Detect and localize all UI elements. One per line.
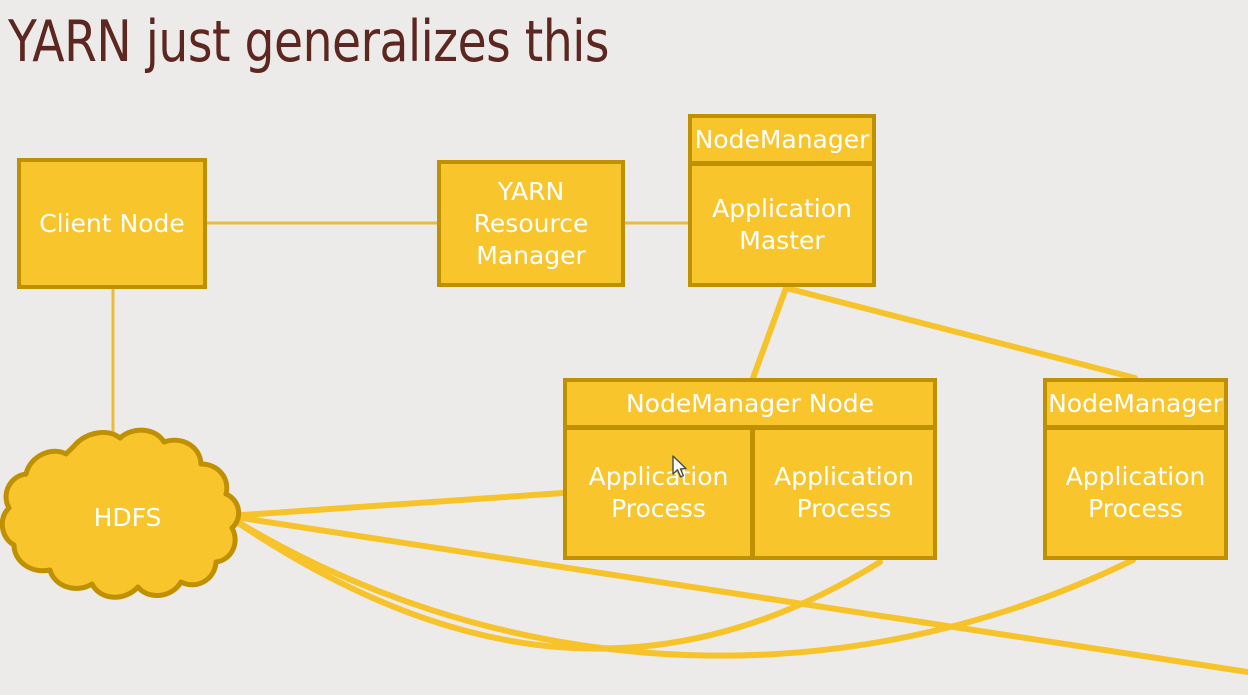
mouse-cursor-icon xyxy=(672,455,687,478)
node-nodemanager-right[interactable]: NodeManager Application Process xyxy=(1043,378,1228,560)
yarn-rm-line-1: YARN xyxy=(497,176,565,206)
nm-node-process-2-line-1: Application xyxy=(774,462,914,491)
yarn-rm-line-3: Manager xyxy=(476,240,586,270)
edge-hdfs-to-process1 xyxy=(225,490,566,519)
nm-am-line-2: Master xyxy=(739,225,825,255)
hdfs-cloud-shape[interactable] xyxy=(0,424,245,610)
node-yarn-resource-manager[interactable]: YARN Resource Manager xyxy=(437,160,625,287)
nm-am-header: NodeManager xyxy=(692,118,872,166)
cloud-path xyxy=(0,427,242,600)
edge-hdfs-to-process2 xyxy=(225,513,883,652)
nm-node-process-row: Application Process Application Process xyxy=(567,430,933,556)
node-nodemanager-node[interactable]: NodeManager Node Application Process App… xyxy=(563,378,937,560)
yarn-rm-label: YARN Resource Manager xyxy=(441,164,621,283)
nm-right-body: Application Process xyxy=(1047,430,1224,556)
nm-node-header: NodeManager Node xyxy=(567,382,933,430)
nm-node-process-2-line-2: Process xyxy=(796,494,892,523)
node-client-node[interactable]: Client Node xyxy=(17,158,207,289)
page-title: YARN just generalizes this xyxy=(8,9,610,75)
nm-right-line-1: Application xyxy=(1065,462,1206,491)
nm-node-process-2[interactable]: Application Process xyxy=(750,430,933,556)
nm-right-header: NodeManager xyxy=(1047,382,1224,430)
client-node-label: Client Node xyxy=(39,208,185,238)
nm-right-line-2: Process xyxy=(1088,494,1183,523)
edge-hdfs-to-nmright xyxy=(225,513,1248,675)
nm-node-process-1-line-1: Application xyxy=(588,462,729,491)
nm-am-line-1: Application xyxy=(712,193,852,223)
nm-node-process-1[interactable]: Application Process xyxy=(567,430,750,556)
nm-am-body: Application Master xyxy=(692,166,872,283)
node-nodemanager-app-master[interactable]: NodeManager Application Master xyxy=(688,114,876,287)
yarn-rm-line-2: Resource xyxy=(473,208,589,238)
edge-appmaster-to-nmnode xyxy=(750,285,789,381)
nm-node-process-1-line-2: Process xyxy=(611,494,706,523)
edge-hdfs-to-rightprocess xyxy=(225,513,1136,659)
edge-appmaster-to-nmright xyxy=(783,285,1138,381)
